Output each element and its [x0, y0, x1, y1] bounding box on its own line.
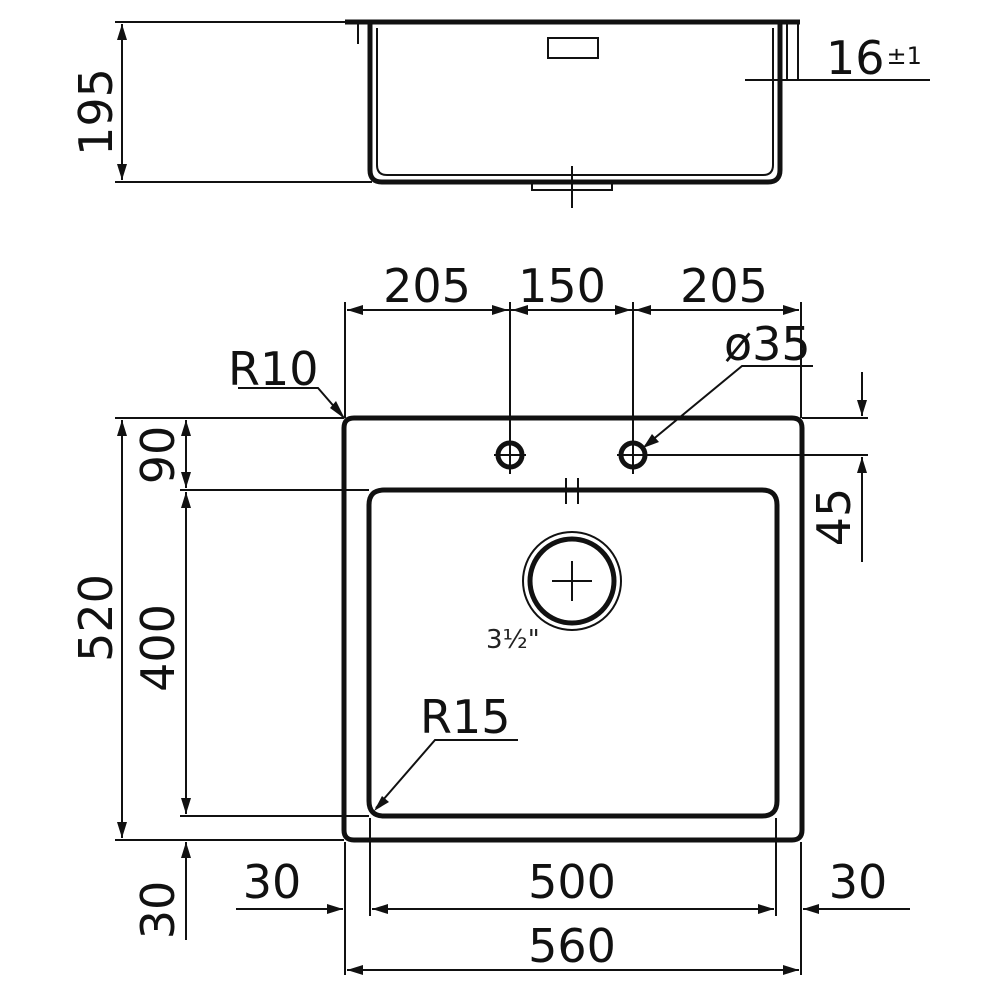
right-margin-label: 30	[829, 855, 888, 909]
side-height-label: 195	[69, 68, 123, 156]
dimension-arrow	[330, 401, 345, 419]
total-width-label: 560	[528, 919, 616, 973]
dimension-arrow	[374, 796, 389, 811]
dimension-arrow	[635, 305, 651, 315]
dimension-arrow	[181, 420, 191, 436]
dimension-arrow	[615, 305, 631, 315]
drain	[522, 531, 622, 631]
tap-left-label: 205	[383, 259, 471, 313]
inner-radius-leader	[375, 739, 518, 809]
dimension-arrow	[857, 400, 867, 416]
total-depth-label: 520	[69, 574, 123, 662]
outer-outline	[341, 415, 805, 843]
bowl-width-label: 500	[528, 855, 616, 909]
tap-spacing-label: 150	[518, 259, 606, 313]
bowl-depth-label: 400	[131, 604, 185, 692]
dimension-arrow	[803, 904, 819, 914]
inner-radius-label: R15	[420, 690, 511, 744]
bowl-center-mark	[565, 478, 579, 504]
dimension-arrow	[783, 965, 799, 975]
dimension-arrow	[758, 904, 774, 914]
dimension-arrow	[117, 822, 127, 838]
hole-diameter-label: ø35	[724, 317, 811, 371]
dimension-arrow	[181, 798, 191, 814]
dimension-arrow	[181, 472, 191, 488]
dimension-arrow	[857, 457, 867, 473]
tap-right-label: 205	[680, 259, 768, 313]
hole-offset-label: 45	[807, 488, 861, 547]
dimension-arrow	[181, 492, 191, 508]
dimension-arrow	[117, 24, 127, 40]
dimension-arrow	[117, 164, 127, 180]
dimension-arrow	[347, 305, 363, 315]
left-margin-label: 30	[243, 855, 302, 909]
dimension-arrow	[783, 305, 799, 315]
bowl-outline	[366, 487, 780, 819]
hole-diameter-leader	[644, 365, 813, 447]
drain-cross	[552, 561, 592, 601]
overflow-slot	[547, 37, 599, 59]
dimension-arrow	[117, 420, 127, 436]
side-view: 195 16±1	[69, 19, 930, 208]
dimension-arrow	[512, 305, 528, 315]
dimension-arrow	[347, 965, 363, 975]
dimension-arrow	[643, 434, 659, 448]
side-view-bowl-outline	[367, 24, 783, 185]
rim-thickness-label: 16±1	[826, 31, 922, 85]
side-view-inner-wall	[376, 28, 774, 176]
top-view: 3½" 205 150 205 ø35 R10 R15	[69, 259, 910, 975]
bottom-margin-label: 30	[131, 881, 185, 940]
top-margin-label: 90	[131, 426, 185, 485]
dimension-arrow	[372, 904, 388, 914]
drain-size-label: 3½"	[486, 625, 540, 655]
dimension-arrow	[492, 305, 508, 315]
outer-radius-label: R10	[228, 342, 319, 396]
dimension-arrow	[327, 904, 343, 914]
dimension-arrow	[181, 842, 191, 858]
